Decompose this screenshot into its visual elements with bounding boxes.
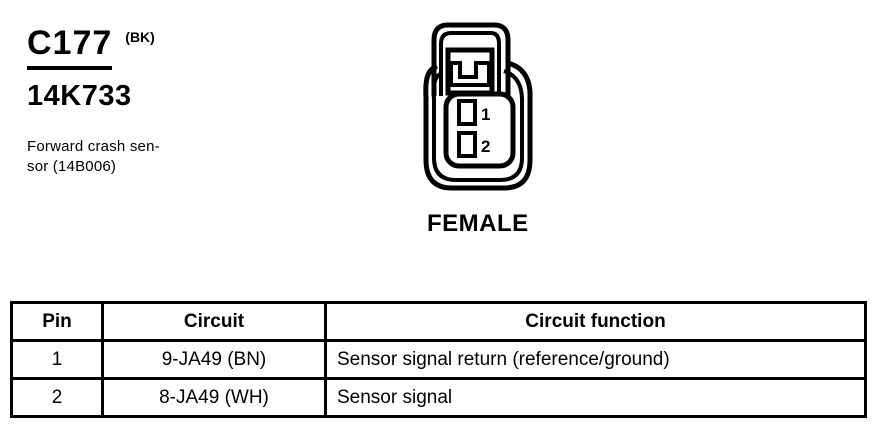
table-header-row: Pin Circuit Circuit function xyxy=(10,301,867,342)
connector-description: Forward crash sen- sor (14B006) xyxy=(27,137,160,177)
connector-shoulder-right-inner xyxy=(503,69,524,101)
pinout-table: Pin Circuit Circuit function 1 9-JA49 (B… xyxy=(10,301,867,418)
connector-shoulder-left-outer xyxy=(423,63,439,99)
connector-body-inner xyxy=(432,98,524,182)
pin-slot-1 xyxy=(457,99,477,126)
table-row: 1 9-JA49 (BN) Sensor signal return (refe… xyxy=(10,339,867,380)
connector-color-code: (BK) xyxy=(125,29,155,45)
table-row: 2 8-JA49 (WH) Sensor signal xyxy=(10,377,867,418)
connector-description-line1: Forward crash sen- xyxy=(27,138,160,155)
connector-part-number: 14K733 xyxy=(27,80,132,112)
header-circuit: Circuit xyxy=(101,301,327,342)
cell-circuit: 9-JA49 (BN) xyxy=(101,339,327,380)
connector-keyway-tab xyxy=(449,61,491,87)
connector-gender-label: FEMALE xyxy=(427,210,529,237)
connector-shoulder-right-outer xyxy=(506,60,533,99)
cell-pin: 2 xyxy=(10,377,104,418)
pin-1-label: 1 xyxy=(481,105,490,124)
connector-shoulder-left-inner xyxy=(431,72,442,101)
connector-description-line2: sor (14B006) xyxy=(27,158,117,175)
pin-2-label: 2 xyxy=(481,137,490,156)
connector-cavity xyxy=(443,91,516,169)
cell-circuit-function: Sensor signal xyxy=(324,377,867,418)
cell-circuit-function: Sensor signal return (reference/ground) xyxy=(324,339,867,380)
pin-slot-2 xyxy=(457,131,477,158)
cell-circuit: 8-JA49 (WH) xyxy=(101,377,327,418)
header-pin: Pin xyxy=(10,301,104,342)
header-circuit-function: Circuit function xyxy=(324,301,867,342)
cell-pin: 1 xyxy=(10,339,104,380)
connector-id-block: C177 (BK) 14K733 Forward crash sen- sor … xyxy=(27,26,160,177)
connector-id: C177 xyxy=(27,26,113,70)
connector-diagram: 1 2 xyxy=(423,22,533,191)
